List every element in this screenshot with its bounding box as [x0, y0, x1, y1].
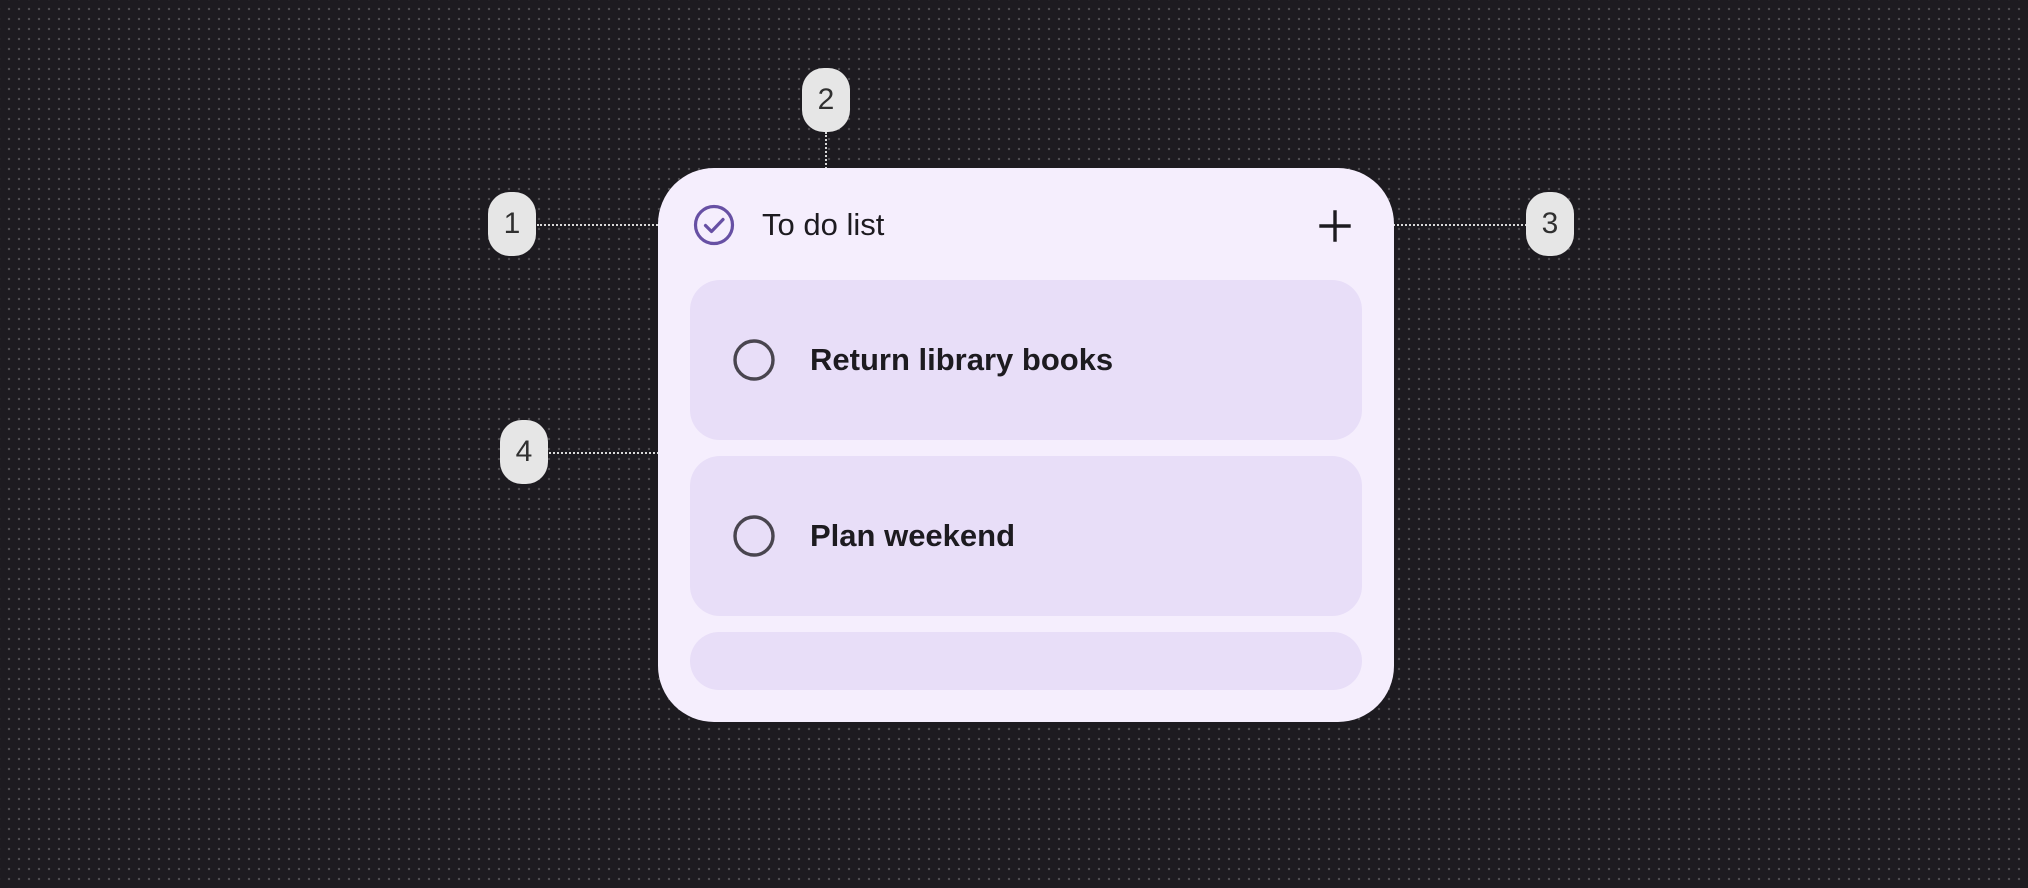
add-task-button[interactable]: [1312, 203, 1358, 249]
callout-badge-4: 4: [500, 420, 548, 484]
check-circle-icon: [693, 204, 735, 246]
callout-4-leader: [549, 452, 691, 454]
plus-icon: [1319, 210, 1351, 242]
todo-list-widget: To do list Return library books Plan wee…: [658, 168, 1394, 722]
callout-2-leader: [825, 132, 827, 192]
callout-1-leader: [537, 224, 677, 226]
callout-badge-3: 3: [1526, 192, 1574, 256]
callout-badge-2: 2: [802, 68, 850, 132]
callout-badge-1: 1: [488, 192, 536, 256]
task-item-partial[interactable]: [690, 632, 1362, 690]
task-label: Return library books: [810, 342, 1114, 377]
callout-3-leader: [1377, 224, 1527, 226]
unchecked-circle-icon[interactable]: [732, 514, 776, 558]
widget-title: To do list: [762, 207, 885, 242]
task-item-plan-weekend[interactable]: Plan weekend: [690, 456, 1362, 616]
unchecked-circle-icon[interactable]: [732, 338, 776, 382]
task-label: Plan weekend: [810, 518, 1016, 553]
task-item-return-library-books[interactable]: Return library books: [690, 280, 1362, 440]
